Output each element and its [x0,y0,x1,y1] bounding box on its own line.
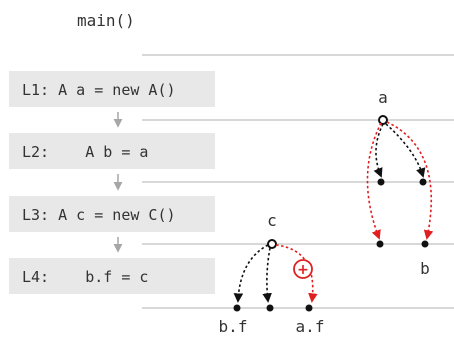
node-a [378,115,388,125]
statement-l1: L1: A a = new A() [9,71,215,107]
edge-a-to-field-right [385,123,426,178]
node-b-right [421,240,429,248]
statement-l3: L3: A c = new C() [9,196,215,232]
edge-c-to-bf-right [262,247,272,303]
edge-a-to-b-left-red [366,122,382,240]
node-label-a: a [378,88,388,107]
node-bf-left [233,304,241,312]
node-a-field-right [419,178,427,186]
node-label-c: c [267,211,277,230]
plus-icon: + [293,259,313,279]
node-af [305,304,313,312]
node-label-b: b [420,259,430,278]
statement-l4: L4: b.f = c [9,258,215,294]
statement-l1-text: L1: A a = new A() [22,81,176,99]
edge-a-to-field-left [373,123,384,178]
node-label-af: a.f [296,317,325,336]
statement-l2-text: L2: A b = a [22,143,148,161]
node-c [267,239,277,249]
function-title: main() [77,11,135,30]
statement-l4-text: L4: b.f = c [22,268,148,286]
statement-l3-text: L3: A c = new C() [22,206,176,224]
plus-icon-label: + [297,262,309,278]
statement-l2: L2: A b = a [9,133,215,169]
node-a-field-left [377,178,385,186]
node-bf-right [266,304,274,312]
edge-c-to-bf-left [233,244,269,303]
node-b-left [376,240,384,248]
node-label-bf: b.f [219,317,248,336]
